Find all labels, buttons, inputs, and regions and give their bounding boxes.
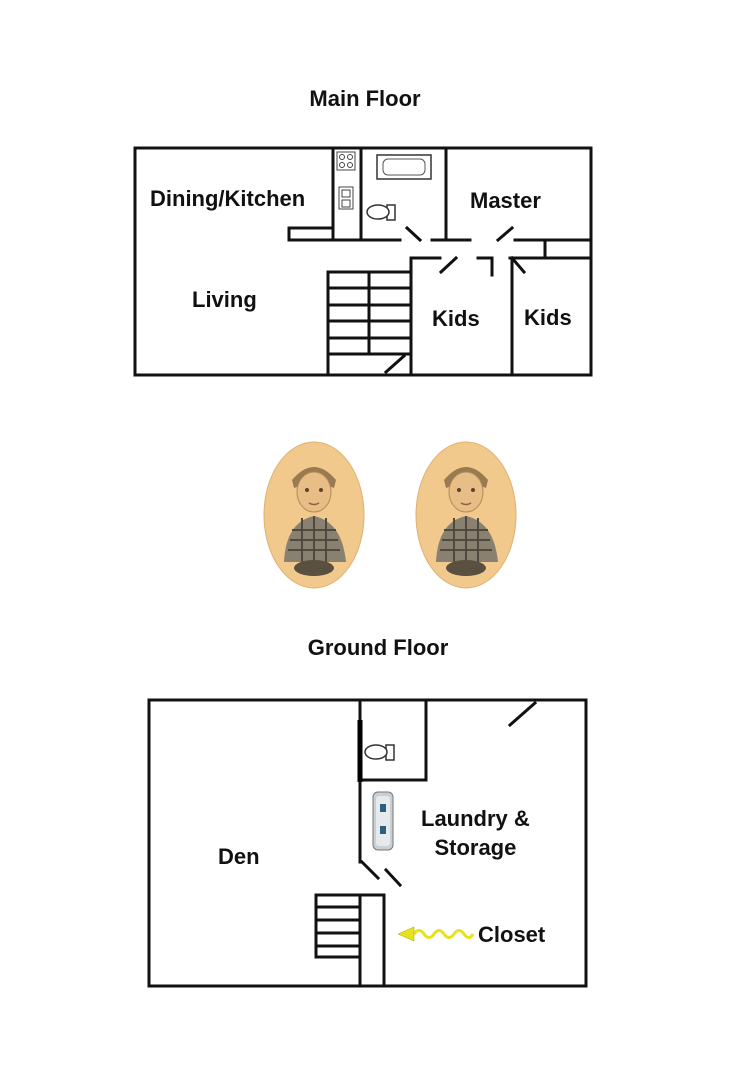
water-heater-icon xyxy=(372,791,394,851)
door-swing xyxy=(383,867,403,888)
room-label-laundry-line2: Storage xyxy=(434,835,517,860)
closet-arrow-icon xyxy=(397,926,475,942)
ground-floor-title: Ground Floor xyxy=(307,635,449,660)
room-label-den: Den xyxy=(218,844,260,869)
door-swing xyxy=(438,255,459,275)
sink-icon xyxy=(338,186,354,210)
room-label-master: Master xyxy=(470,188,541,213)
room-label-dining-kitchen: Dining/Kitchen xyxy=(150,186,306,211)
main-outer-wall xyxy=(133,146,593,377)
room-label-kids: Kids xyxy=(432,306,480,331)
room-label-laundry-line1: Laundry & xyxy=(421,806,530,831)
child-portrait-image xyxy=(263,441,365,589)
child-portrait-image xyxy=(415,441,517,589)
door-swing xyxy=(404,225,423,243)
toilet-icon xyxy=(366,204,396,221)
room-label-kids: Kids xyxy=(524,305,572,330)
room-label-laundry: Laundry & Storage xyxy=(421,804,530,862)
main-floor-title: Main Floor xyxy=(309,86,421,111)
ground-stairs xyxy=(314,893,362,959)
ground-outer-wall xyxy=(147,698,588,988)
door-swing xyxy=(383,353,407,375)
room-label-living: Living xyxy=(192,287,257,312)
toilet-icon xyxy=(364,744,395,761)
door-swing xyxy=(509,255,527,275)
door-swing xyxy=(507,700,538,728)
door-swing xyxy=(359,859,381,881)
stove-icon xyxy=(336,151,356,171)
room-label-closet: Closet xyxy=(478,922,546,947)
door-swing xyxy=(495,225,515,243)
